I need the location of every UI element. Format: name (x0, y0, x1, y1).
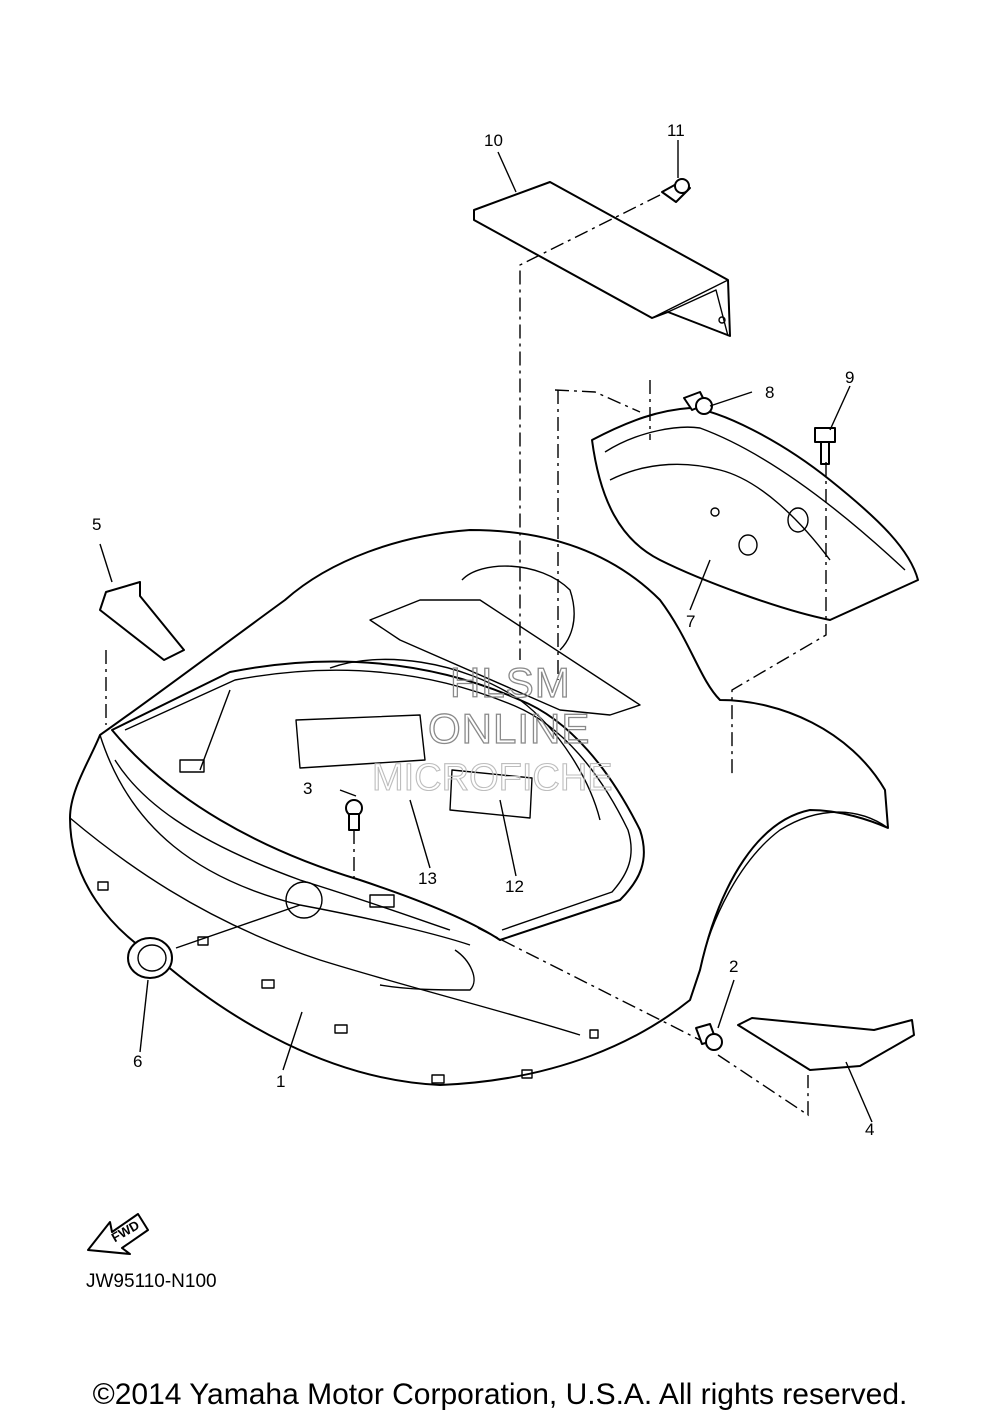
callout-2: 2 (729, 957, 738, 976)
bolt-part-9 (814, 427, 836, 465)
callout-9: 9 (845, 368, 854, 387)
leader-lines (99, 140, 873, 1123)
callout-5: 5 (92, 515, 101, 534)
watermark-line-3: MICROFICHE (372, 757, 613, 799)
copyright-notice: ©2014 Yamaha Motor Corporation, U.S.A. A… (92, 1378, 908, 1411)
callout-10: 10 (484, 131, 503, 150)
cover-part (473, 181, 731, 337)
callout-13: 13 (418, 869, 437, 888)
plate-part-5 (99, 581, 185, 661)
callout-1: 1 (276, 1072, 285, 1091)
callout-4: 4 (865, 1120, 874, 1139)
grommet-part (127, 937, 173, 979)
label-parts (295, 714, 533, 819)
plate-part-4 (737, 1017, 915, 1071)
clip-part-8 (683, 391, 713, 415)
callout-numbers: 1 2 3 4 5 6 7 8 9 10 11 12 13 (92, 121, 874, 1139)
clip-part-3 (345, 799, 363, 831)
callout-12: 12 (505, 877, 524, 896)
watermark-line-2: ONLINE (428, 705, 590, 752)
watermark: HLSM ONLINE MICROFICHE (371, 658, 613, 799)
rear-body-part (69, 529, 889, 1086)
callout-7: 7 (686, 612, 695, 631)
callout-11: 11 (667, 121, 685, 140)
diagram-code: JW95110-N100 (86, 1271, 217, 1292)
tray-part (591, 407, 919, 621)
forward-direction-arrow: FWD (87, 1213, 149, 1255)
callout-6: 6 (133, 1052, 142, 1071)
assembly-lines (105, 194, 827, 1117)
callout-8: 8 (765, 383, 774, 402)
clip-part-11 (661, 178, 691, 203)
watermark-line-1: HLSM (450, 659, 571, 706)
callout-3: 3 (303, 779, 312, 798)
clip-part-2 (695, 1023, 723, 1051)
